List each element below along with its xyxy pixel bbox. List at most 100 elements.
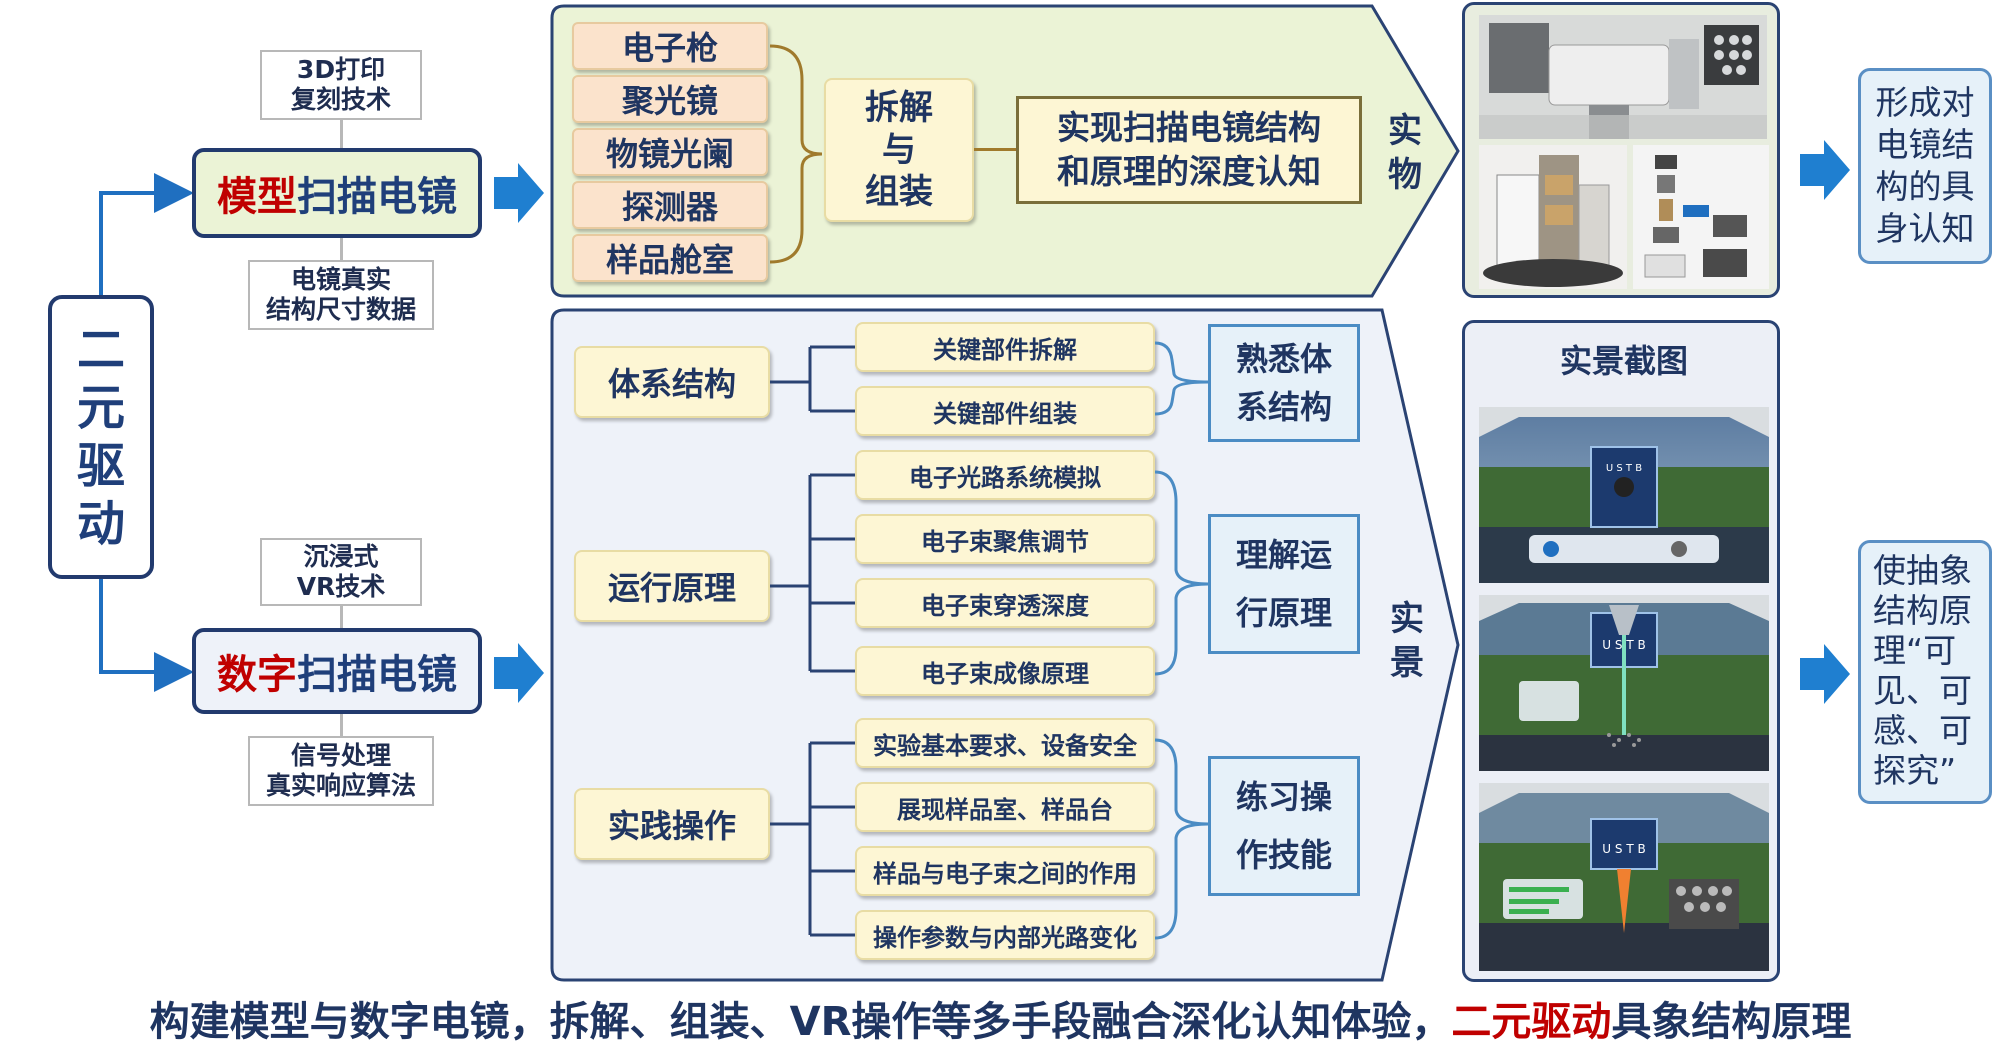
goal-line: 实现扫描电镜结构 bbox=[1057, 108, 1321, 147]
conclusion-line: 结构原 bbox=[1873, 591, 1972, 630]
goal-box: 实现扫描电镜结构 和原理的深度认知 bbox=[1016, 96, 1362, 204]
conclusion-line: 电镜结 bbox=[1875, 125, 1975, 164]
vr-screenshot-3: U S T B bbox=[1479, 783, 1769, 971]
bottom-caption: 构建模型与数字电镜，拆解、组装、VR操作等多手段融合深化认知体验，二元驱动具象结… bbox=[0, 990, 2001, 1046]
note-line: 结构尺寸数据 bbox=[265, 295, 416, 324]
conclusion-embodied-cognition: 形成对 电镜结 构的具 身认知 bbox=[1858, 68, 1992, 264]
model-sem-box: 模型扫描电镜 bbox=[192, 148, 482, 238]
model-note-connector bbox=[340, 120, 343, 148]
scene-text: U S T B bbox=[1606, 463, 1642, 474]
outcome-line: 练习操 bbox=[1235, 778, 1332, 816]
action-line: 拆解 bbox=[865, 88, 933, 128]
item-parameters: 操作参数与内部光路变化 bbox=[855, 910, 1155, 960]
component-aperture: 物镜光阑 bbox=[572, 128, 768, 176]
action-line: 与 bbox=[882, 130, 916, 170]
goal-line: 和原理的深度认知 bbox=[1057, 152, 1321, 191]
digital-note-top: 沉浸式 VR技术 bbox=[260, 538, 422, 606]
note-line: 电镜真实 bbox=[290, 265, 391, 294]
model-red-label: 模型 bbox=[217, 174, 297, 220]
sem-model-photo bbox=[1479, 145, 1627, 289]
screenshots-title: 实景截图 bbox=[1559, 342, 1688, 380]
model-note-bottom: 电镜真实 结构尺寸数据 bbox=[248, 260, 434, 330]
top-panel bbox=[550, 4, 1460, 298]
outcome-line: 理解运 bbox=[1235, 536, 1332, 574]
arrow-right-icon bbox=[1800, 644, 1850, 704]
arrow-right-icon bbox=[494, 643, 544, 703]
group-title-practice: 实践操作 bbox=[574, 788, 770, 860]
component-electron-gun: 电子枪 bbox=[572, 22, 768, 70]
item-sample-stage: 展现样品室、样品台 bbox=[855, 782, 1155, 832]
model-note-connector bbox=[340, 238, 343, 260]
note-line: 真实响应算法 bbox=[265, 771, 416, 800]
caption-highlight: 二元驱动 bbox=[1451, 999, 1612, 1045]
caption-part2: 具象结构原理 bbox=[1611, 999, 1852, 1045]
sem-machine-photo bbox=[1479, 15, 1767, 139]
conclusion-line: 使抽象 bbox=[1873, 551, 1972, 590]
conclusion-visible-tangible: 使抽象 结构原 理“可 见、可 感、可 探究” bbox=[1858, 540, 1992, 804]
component-chamber: 样品舱室 bbox=[572, 234, 768, 282]
item-optics-simulation: 电子光路系统模拟 bbox=[855, 450, 1155, 500]
outcome-line: 行原理 bbox=[1235, 594, 1332, 632]
item-disassemble-parts: 关键部件拆解 bbox=[855, 322, 1155, 372]
dual-drive-label: 二 元 驱 动 bbox=[48, 295, 154, 579]
model-note-top: 3D打印 复刻技术 bbox=[260, 50, 422, 120]
dual-drive-char: 元 bbox=[76, 380, 125, 436]
group-title-structure: 体系结构 bbox=[574, 346, 770, 418]
model-label: 扫描电镜 bbox=[297, 174, 457, 220]
conclusion-line: 探究” bbox=[1873, 751, 1957, 790]
bottom-connectors bbox=[770, 341, 1209, 940]
conclusion-line: 构的具 bbox=[1875, 167, 1975, 206]
digital-sem-box: 数字扫描电镜 bbox=[192, 628, 482, 714]
outcome-line: 熟悉体 bbox=[1235, 340, 1332, 378]
sem-exploded-view bbox=[1633, 145, 1769, 289]
conclusion-line: 理“可 bbox=[1873, 631, 1957, 670]
outcome-principle: 理解运 行原理 bbox=[1208, 514, 1360, 654]
item-imaging-principle: 电子束成像原理 bbox=[855, 646, 1155, 696]
scene-text: U S T B bbox=[1602, 842, 1645, 856]
connector-line bbox=[974, 148, 1016, 151]
outcome-line: 系结构 bbox=[1235, 388, 1332, 426]
component-condenser: 聚光镜 bbox=[572, 75, 768, 123]
outcome-line: 作技能 bbox=[1235, 836, 1332, 874]
conclusion-line: 见、可 bbox=[1873, 671, 1972, 710]
vr-screenshot-1: U S T B bbox=[1479, 407, 1769, 583]
item-focus-adjust: 电子束聚焦调节 bbox=[855, 514, 1155, 564]
arrow-right-icon bbox=[1800, 140, 1850, 200]
item-assemble-parts: 关键部件组装 bbox=[855, 386, 1155, 436]
arrow-right-icon bbox=[494, 163, 544, 223]
digital-note-bottom: 信号处理 真实响应算法 bbox=[248, 736, 434, 806]
note-line: VR技术 bbox=[296, 572, 386, 601]
side-char: 实 bbox=[1390, 599, 1424, 639]
action-line: 组装 bbox=[865, 172, 933, 212]
real-scene-label: 实 景 bbox=[1384, 596, 1430, 686]
conclusion-line: 感、可 bbox=[1873, 711, 1972, 750]
note-line: 沉浸式 bbox=[303, 542, 379, 571]
note-line: 3D打印 bbox=[296, 55, 386, 84]
outcome-skills: 练习操 作技能 bbox=[1208, 756, 1360, 896]
side-char: 景 bbox=[1390, 643, 1424, 683]
component-detector: 探测器 bbox=[572, 181, 768, 229]
disassemble-assemble-box: 拆解 与 组装 bbox=[824, 78, 974, 222]
side-char: 实 bbox=[1388, 111, 1422, 151]
vr-screenshot-2: U S T B bbox=[1479, 595, 1769, 771]
item-penetration-depth: 电子束穿透深度 bbox=[855, 578, 1155, 628]
side-char: 物 bbox=[1388, 155, 1422, 195]
note-line: 复刻技术 bbox=[290, 85, 391, 114]
caption-part1: 构建模型与数字电镜，拆解、组装、VR操作等多手段融合深化认知体验， bbox=[149, 999, 1452, 1045]
note-line: 信号处理 bbox=[290, 741, 391, 770]
group-title-principle: 运行原理 bbox=[574, 550, 770, 622]
conclusion-line: 身认知 bbox=[1875, 209, 1975, 248]
digital-red-label: 数字 bbox=[217, 652, 297, 698]
dual-drive-char: 动 bbox=[76, 496, 125, 552]
physical-photos-panel bbox=[1462, 2, 1780, 298]
vr-screenshots-panel: 实景截图 U S T B U S T B U S T B bbox=[1462, 320, 1780, 982]
digital-label: 扫描电镜 bbox=[297, 652, 457, 698]
item-beam-interaction: 样品与电子束之间的作用 bbox=[855, 846, 1155, 896]
outcome-structure: 熟悉体 系结构 bbox=[1208, 324, 1360, 442]
top-brace bbox=[769, 44, 823, 264]
dual-drive-char: 二 bbox=[76, 322, 125, 378]
conclusion-line: 形成对 bbox=[1875, 83, 1975, 122]
item-safety: 实验基本要求、设备安全 bbox=[855, 718, 1155, 768]
dual-drive-char: 驱 bbox=[76, 438, 125, 494]
physical-label: 实 物 bbox=[1382, 108, 1428, 198]
